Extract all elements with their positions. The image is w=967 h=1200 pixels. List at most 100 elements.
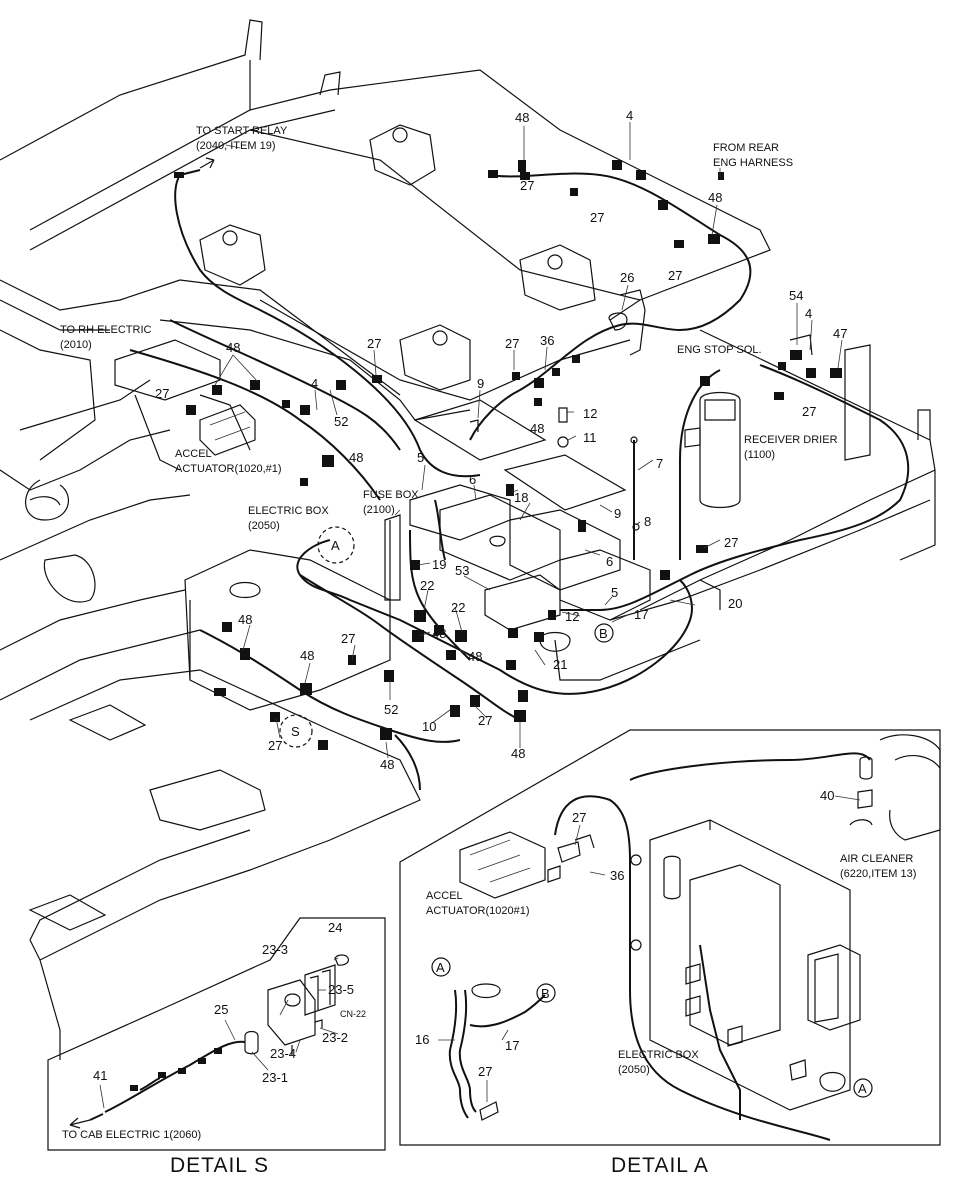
label-detail-accel-actuator: ACTUATOR(1020#1) — [426, 905, 530, 917]
detail-s-panel — [47, 917, 386, 1151]
callout: 12 — [565, 609, 579, 624]
label-air-cleaner: AIR CLEANER — [840, 853, 913, 865]
callout: 48 — [349, 450, 363, 465]
callout: 27 — [590, 210, 604, 225]
callout: 36 — [610, 868, 624, 883]
callout: 27 — [668, 268, 682, 283]
callout: 8 — [644, 514, 651, 529]
callout: 27 — [367, 336, 381, 351]
marker-b-detail-text: B — [541, 986, 550, 1001]
callout: 21 — [553, 657, 567, 672]
callout: 11 — [583, 430, 597, 445]
callout: 27 — [478, 713, 492, 728]
callout: 10 — [422, 719, 436, 734]
callout: 22 — [451, 600, 465, 615]
callout: 12 — [583, 406, 597, 421]
marker-circle-a-detail-box: A — [853, 1078, 873, 1098]
label-receiver-drier: RECEIVER DRIER — [744, 434, 838, 446]
callout: 27 — [268, 738, 282, 753]
label-fuse-box: FUSE BOX — [363, 489, 419, 501]
label-to-rh-electric-sub: (2010) — [60, 339, 92, 351]
callout: 54 — [789, 288, 803, 303]
arrow-start-relay — [199, 157, 215, 169]
label-receiver-drier-sub: (1100) — [744, 449, 775, 461]
callout: 48 — [511, 746, 525, 761]
callout: 4 — [311, 376, 318, 391]
callout: 52 — [384, 702, 398, 717]
label-to-cab-electric: TO CAB ELECTRIC 1(2060) — [62, 1129, 201, 1141]
marker-a-detail-top-text: A — [436, 960, 445, 975]
text-labels: TO START RELAY (2040, ITEM 19) FROM REAR… — [60, 125, 916, 1177]
callout: 27 — [802, 404, 816, 419]
marker-circle-b-detail: B — [536, 983, 556, 1003]
callout: 27 — [505, 336, 519, 351]
label-electric-box-sub: (2050) — [248, 520, 280, 532]
label-fuse-box-sub: (2100) — [363, 504, 395, 516]
callout: 17 — [505, 1038, 519, 1053]
marker-a-main-text: A — [331, 538, 340, 553]
label-from-rear: FROM REAR — [713, 142, 779, 154]
callout: 5 — [611, 585, 618, 600]
frame-structure — [0, 19, 936, 1060]
callout: 20 — [728, 596, 742, 611]
callout: 4 — [805, 306, 812, 321]
marker-circle-s-main: S — [279, 714, 313, 748]
label-to-rh-electric: TO RH ELECTRIC — [60, 324, 152, 336]
callout: 25 — [214, 1002, 228, 1017]
marker-circle-a-detail-top: A — [431, 957, 451, 977]
label-detail-electric-box-sub: (2050) — [618, 1064, 650, 1076]
label-to-start-relay-sub: (2040, ITEM 19) — [196, 140, 275, 152]
callout: 53 — [455, 563, 469, 578]
callout: 48 — [380, 757, 394, 772]
callout: 48 — [300, 648, 314, 663]
marker-circle-b-main: B — [594, 623, 614, 643]
callout-numbers: 48 4 27 27 48 27 26 54 4 47 27 36 27 48 … — [93, 108, 847, 1085]
callout: 48 — [515, 110, 529, 125]
marker-a-detail-box-text: A — [858, 1081, 867, 1096]
callout: 52 — [334, 414, 348, 429]
callout: 23-3 — [262, 942, 288, 957]
marker-b-main-text: B — [599, 626, 608, 641]
callout: 27 — [155, 386, 169, 401]
callout: 16 — [415, 1032, 429, 1047]
callout: 27 — [341, 631, 355, 646]
label-accel-actuator: ACTUATOR(1020,#1) — [175, 463, 282, 475]
callout: 26 — [620, 270, 634, 285]
callout: 23-1 — [262, 1070, 288, 1085]
callout: 9 — [614, 506, 621, 521]
callout: 41 — [93, 1068, 107, 1083]
callout: 27 — [572, 810, 586, 825]
callout: 6 — [606, 554, 613, 569]
callout: 48 — [468, 649, 482, 664]
label-cn22: CN-22 — [340, 1009, 366, 1019]
callout: 22 — [420, 578, 434, 593]
marker-s-main-text: S — [291, 724, 300, 739]
label-from-rear-sub: ENG HARNESS — [713, 157, 793, 169]
detail-a-panel — [399, 729, 941, 1146]
callout: 48 — [708, 190, 722, 205]
callout: 23-5 — [328, 982, 354, 997]
label-detail-electric-box: ELECTRIC BOX — [618, 1049, 699, 1061]
callout: 27 — [724, 535, 738, 550]
callout: 48 — [238, 612, 252, 627]
callout: 4 — [626, 108, 633, 123]
callout: 36 — [540, 333, 554, 348]
label-accel: ACCEL — [175, 448, 212, 460]
label-detail-accel: ACCEL — [426, 890, 463, 902]
callout: 48 — [226, 340, 240, 355]
central-components — [199, 289, 871, 652]
callout: 23-2 — [322, 1030, 348, 1045]
callout: 24 — [328, 920, 342, 935]
wire-harness — [129, 160, 910, 791]
callout: 40 — [820, 788, 834, 803]
callout: 47 — [833, 326, 847, 341]
marker-circle-a-main: A — [317, 526, 355, 564]
callout: 18 — [514, 490, 528, 505]
callout: 48 — [432, 626, 446, 641]
callout: 48 — [530, 421, 544, 436]
callout: 5 — [417, 450, 424, 465]
leader-lines — [99, 122, 861, 1109]
label-air-cleaner-sub: (6220,ITEM 13) — [840, 868, 916, 880]
label-eng-stop-sol: ENG STOP SOL. — [677, 344, 762, 356]
